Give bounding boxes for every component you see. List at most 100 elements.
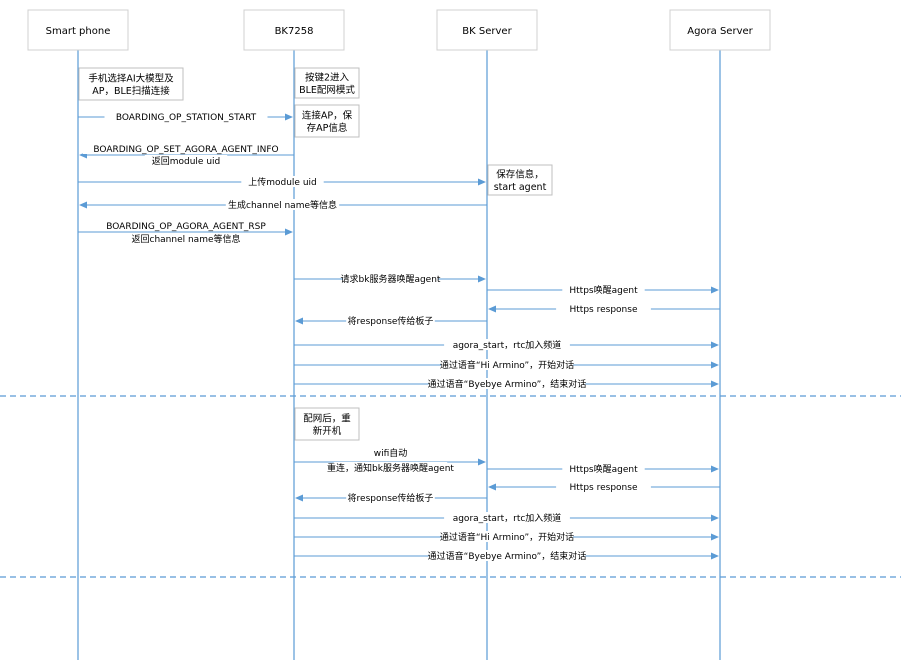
note-text: 手机选择AI大模型及 [88,72,174,84]
message-m4: 生成channel name等信息 [79,199,487,211]
message-label: BOARDING_OP_SET_AGORA_AGENT_INFO [93,145,278,155]
message-label-bg [444,339,570,350]
arrowhead-icon [711,361,719,369]
note-box [487,164,553,196]
message-label: Https response [570,305,638,315]
arrowhead-icon [285,228,293,236]
message-label: agora_start，rtc加入频道 [453,339,562,351]
message-label: 通过语音“Byebye Armino”，结束对话 [428,378,587,390]
participant-box [436,9,538,51]
note-box [294,67,360,99]
arrowhead-icon [295,317,303,325]
participant-server: BK Server [436,9,538,51]
note-text: start agent [494,182,547,193]
message-m18: 通过语音“Hi Armino”，开始对话 [294,531,719,543]
participant-box [243,9,345,51]
message-label: Https唤醒agent [569,463,638,475]
participant-label: BK7258 [275,26,314,37]
message-m15: Https response [488,481,720,493]
participant-agora: Agora Server [669,9,771,51]
message-m10: agora_start，rtc加入频道 [294,339,719,351]
message-label-bg [144,155,228,166]
message-label: BOARDING_OP_STATION_START [116,113,257,123]
note-text: 新开机 [313,425,342,437]
arrowhead-icon [711,552,719,560]
message-label-bg [346,315,435,326]
note-box [294,104,360,138]
message-label: 返回module uid [152,155,221,167]
message-label: 通过语音“Hi Armino”，开始对话 [440,531,574,543]
message-m14: Https唤醒agent [487,463,719,475]
message-label-bg [428,550,586,561]
message-label-bg [333,462,448,473]
arrowhead-icon [285,113,293,121]
message-label-bg [241,176,324,187]
note-text: 存AP信息 [307,122,348,134]
message-m11: 通过语音“Hi Armino”，开始对话 [294,359,719,371]
message-label: 返回channel name等信息 [132,233,241,245]
arrowhead-icon [711,380,719,388]
message-m9: 将response传给板子 [295,315,487,327]
arrowhead-icon [478,275,486,283]
participant-box [669,9,771,51]
message-label-bg [556,303,651,314]
arrowhead-icon [478,178,486,186]
message-label-bg [98,220,274,231]
arrowhead-icon [711,286,719,294]
participant-phone: Smart phone [27,9,129,51]
message-m7: Https唤醒agent [487,284,719,296]
message-m19: 通过语音“Byebye Armino”，结束对话 [294,550,719,562]
message-label: wifi自动 [374,447,408,459]
message-label: 将response传给板子 [348,315,434,327]
message-label: 通过语音“Hi Armino”，开始对话 [440,359,574,371]
message-label-bg [562,284,645,295]
note-text: BLE配网模式 [299,84,355,96]
message-label-bg [104,111,268,122]
arrowhead-icon [711,465,719,473]
arrowhead-icon [711,341,719,349]
arrowhead-icon [295,494,303,502]
message-label-bg [556,481,651,492]
message-label-bg [428,378,586,389]
message-label: Https唤醒agent [569,284,638,296]
arrowhead-icon [488,483,496,491]
message-label-bg [129,233,243,244]
message-label: 重连，通知bk服务器唤醒agent [327,462,454,474]
message-label-bg [225,199,340,210]
message-label: agora_start，rtc加入频道 [453,512,562,524]
participant-label: BK Server [462,26,512,37]
message-m2: BOARDING_OP_SET_AGORA_AGENT_INFO返回module… [79,143,294,167]
arrowhead-icon [478,458,486,466]
message-m1: BOARDING_OP_STATION_START [78,111,293,123]
note-text: AP，BLE扫描连接 [92,85,170,97]
note-box [78,67,184,101]
message-label-bg [444,512,570,523]
message-label: 将response传给板子 [348,492,434,504]
participant-label: Agora Server [687,26,753,37]
message-label: 生成channel name等信息 [228,199,337,211]
message-label-bg [441,531,573,542]
message-label-bg [346,492,435,503]
message-label: BOARDING_OP_AGORA_AGENT_RSP [106,222,266,232]
message-label-bg [367,447,414,458]
note-text: 按键2进入 [305,71,350,83]
message-m17: agora_start，rtc加入频道 [294,512,719,524]
message-label-bg [562,463,645,474]
message-m8: Https response [488,303,720,315]
arrowhead-icon [488,305,496,313]
note-text: 连接AP，保 [302,109,353,121]
participant-box [27,9,129,51]
message-label: 上传module uid [248,176,317,188]
arrowhead-icon [79,201,87,209]
message-label: 通过语音“Byebye Armino”，结束对话 [428,550,587,562]
arrowhead-icon [711,514,719,522]
message-label-bg [343,273,438,284]
message-label: Https response [570,483,638,493]
note-n4: 保存信息，start agent [487,164,553,196]
